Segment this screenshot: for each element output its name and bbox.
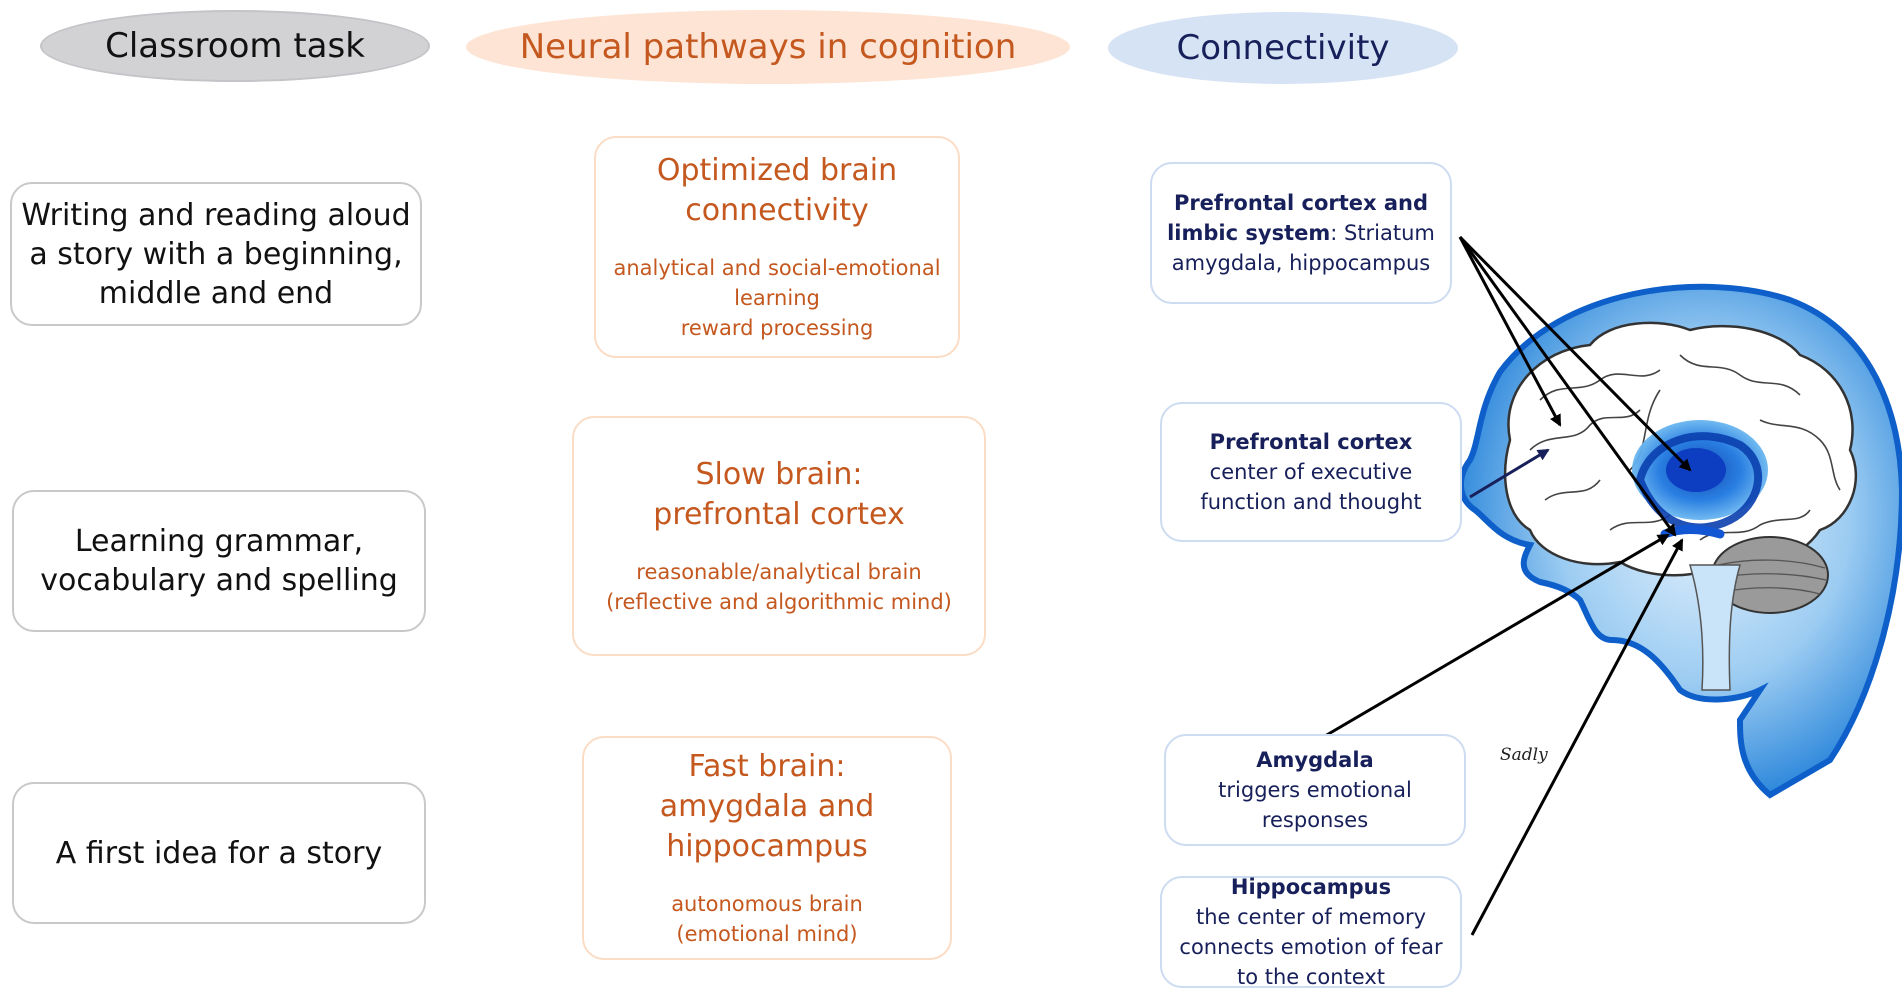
task-line: vocabulary and spelling — [40, 563, 398, 598]
header-connectivity: Connectivity — [1108, 12, 1458, 84]
arrow-amygdala — [1324, 533, 1670, 738]
header-classroom-task: Classroom task — [40, 10, 430, 82]
pathway-title: Fast brain: — [688, 749, 846, 784]
pathway-fast-brain: Fast brain: amygdala and hippocampus aut… — [582, 736, 952, 960]
pathway-desc-line: learning — [734, 286, 820, 310]
pathway-description: reasonable/analytical brain (reflective … — [606, 557, 952, 617]
task-line: a story with a beginning, — [29, 236, 403, 272]
pathway-optimized-connectivity: Optimized brain connectivity analytical … — [594, 136, 960, 358]
connectivity-hippocampus: Hippocampus the center of memory connect… — [1160, 875, 1462, 989]
pathway-desc-line: autonomous brain — [671, 892, 863, 916]
connectivity-line: triggers emotional — [1218, 778, 1412, 802]
pathway-title: hippocampus — [666, 829, 868, 864]
pathway-title: amygdala and — [659, 789, 875, 824]
arrow-prefrontal-cortex — [1469, 448, 1550, 499]
pathway-desc-line: reasonable/analytical brain — [636, 560, 922, 584]
pathway-title: prefrontal cortex — [653, 497, 905, 532]
connectivity-line: connects emotion of fear — [1179, 935, 1443, 959]
task-line: Learning grammar, — [74, 524, 364, 559]
signature: Sadly — [1500, 745, 1548, 765]
arrow-limbic-to-hippocampus — [1458, 236, 1677, 537]
connectivity-line: the center of memory — [1195, 905, 1427, 929]
arrow-hippocampus — [1470, 538, 1684, 936]
task-line: Writing and reading aloud — [21, 197, 411, 233]
classroom-task-grammar: Learning grammar, vocabulary and spellin… — [12, 490, 426, 632]
pathway-title: Slow brain: — [695, 457, 863, 492]
connectivity-line: to the context — [1236, 965, 1386, 989]
connectivity-title: Prefrontal cortex and — [1173, 191, 1429, 215]
pathway-desc-line: (emotional mind) — [676, 922, 858, 946]
pathway-description: autonomous brain (emotional mind) — [671, 889, 863, 949]
connectivity-line: function and thought — [1200, 490, 1422, 514]
connectivity-subtitle: limbic system: Striatum — [1167, 221, 1435, 245]
arrow-limbic-to-cortex — [1458, 236, 1562, 427]
pathway-desc-line: analytical and social-emotional — [613, 256, 941, 280]
connectivity-line: amygdala, hippocampus — [1171, 251, 1431, 275]
header-neural-pathways: Neural pathways in cognition — [466, 10, 1070, 84]
pathway-desc-line: reward processing — [680, 316, 874, 340]
pathway-title: Optimized brain — [656, 153, 898, 188]
classroom-task-first-idea: A first idea for a story — [12, 782, 426, 924]
task-line: middle and end — [98, 275, 334, 311]
connectivity-prefrontal-limbic: Prefrontal cortex and limbic system: Str… — [1150, 162, 1452, 304]
connectivity-line: responses — [1261, 808, 1369, 832]
pathway-title: connectivity — [685, 193, 869, 228]
pathway-slow-brain: Slow brain: prefrontal cortex reasonable… — [572, 416, 986, 656]
pathway-desc-line: (reflective and algorithmic mind) — [606, 590, 952, 614]
arrow-limbic-to-striatum — [1458, 235, 1692, 472]
task-line: A first idea for a story — [55, 835, 383, 871]
connectivity-amygdala: Amygdala triggers emotional responses — [1164, 734, 1466, 846]
connectivity-title: Amygdala — [1256, 748, 1374, 772]
connectivity-title: Prefrontal cortex — [1209, 430, 1413, 454]
connectivity-prefrontal-cortex: Prefrontal cortex center of executive fu… — [1160, 402, 1462, 542]
pathway-description: analytical and social-emotional learning… — [613, 253, 940, 343]
connectivity-title: Hippocampus — [1230, 875, 1392, 899]
classroom-task-story-reading: Writing and reading aloud a story with a… — [10, 182, 422, 326]
brain-stem — [1689, 564, 1741, 691]
connectivity-line: center of executive — [1209, 460, 1413, 484]
